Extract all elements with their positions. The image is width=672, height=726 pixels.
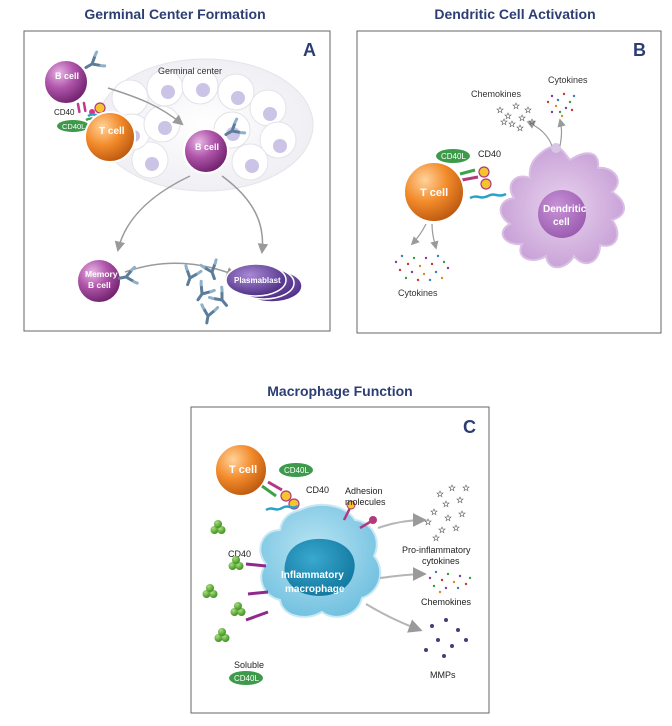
adhesion-line2: molecules [345,497,386,507]
svg-text:Inflammatory: Inflammatory [281,570,344,581]
arrow-icon [379,567,427,582]
plasmablast: Plasmablast [225,263,303,303]
svg-text:CD40L: CD40L [62,122,85,131]
t-cell-a: T cell [84,111,136,163]
panel-c-cd40-top-label: CD40 [306,485,329,495]
proinflam-line1: Pro-inflammatory [402,545,471,555]
svg-text:Dendritic: Dendritic [543,204,587,215]
panel-a-cd40l-chip: CD40L [57,120,89,132]
memory-b-cell: Memory B cell [76,258,139,304]
arrow-icon [377,513,427,529]
panel-c-title: Macrophage Function [267,383,413,399]
soluble-label: Soluble [234,660,264,670]
panel-b-title: Dendritic Cell Activation [434,6,596,22]
arrow-icon [526,121,553,147]
svg-text:Plasmablast: Plasmablast [234,276,281,285]
panel-c-synapse [261,480,300,512]
panel-c-cd40-left-label: CD40 [228,549,251,559]
panel-c-letter: C [463,417,476,437]
panel-a-cd40-label: CD40 [54,108,75,117]
svg-text:T cell: T cell [420,187,448,199]
panel-a-title: Germinal Center Formation [84,6,266,22]
svg-text:B cell: B cell [195,142,219,152]
svg-text:B cell: B cell [55,71,79,81]
svg-text:T cell: T cell [229,464,257,476]
svg-text:T cell: T cell [99,126,125,137]
t-cell-b: T cell [403,161,465,223]
svg-text:B cell: B cell [88,280,111,290]
panel-b-cd40l-chip: CD40L [436,149,470,163]
adhesion-line1: Adhesion [345,486,383,496]
b-cell-top: B cell [43,50,107,114]
cytokines-label-b-bottom: Cytokines [398,288,438,298]
panel-a-letter: A [303,40,316,60]
cytokine-dots-icon [394,254,450,282]
arrow-icon [124,262,237,277]
chemokines-label-b: Chemokines [471,89,522,99]
cytokine-dots-icon [428,570,472,594]
arrow-icon [410,223,427,246]
arrow-icon [114,175,191,253]
panel-c-cd40l-soluble-chip: CD40L [229,671,263,685]
arrow-icon [107,87,184,126]
panel-b-cd40-label: CD40 [478,149,501,159]
dendritic-cell: Dendritic cell [499,143,625,269]
svg-text:CD40L: CD40L [441,152,466,161]
t-cell-c: T cell [214,443,268,497]
mmps-label: MMPs [430,670,456,680]
receptor-icon [342,500,377,530]
svg-text:CD40L: CD40L [234,674,259,683]
arrow-icon [221,175,269,255]
arrow-icon [430,223,439,250]
b-cell-center: B cell [183,117,247,174]
panel-b: B Dendritic cell Chemokines Cytokines [356,30,662,334]
panel-c: C T cell CD40L CD40 Inflammatory macroph… [190,406,490,714]
mmp-dots-icon [424,618,468,658]
inflammatory-macrophage: Inflammatory macrophage [259,503,382,618]
svg-text:Memory: Memory [85,269,118,279]
svg-text:CD40L: CD40L [284,466,309,475]
germinal-center: Germinal center [96,58,314,192]
receptor-icon [245,562,269,622]
panel-b-letter: B [633,40,646,60]
panel-c-cd40l-chip: CD40L [279,463,313,477]
arrow-icon [365,603,423,633]
arrow-icon [557,118,566,147]
panel-b-synapse [459,166,507,200]
panel-a: A Germinal center B cell [23,30,331,332]
cytokines-label-b-top: Cytokines [548,75,588,85]
chemokines-label-c: Chemokines [421,597,472,607]
proinflam-line2: cytokines [422,556,460,566]
germinal-center-label: Germinal center [158,66,222,76]
svg-text:cell: cell [553,217,570,228]
cytokine-dots-icon [546,92,576,118]
svg-text:macrophage: macrophage [285,584,345,595]
